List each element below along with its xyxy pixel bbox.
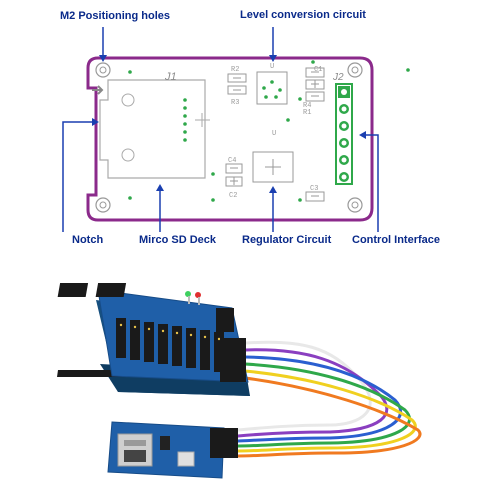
resistor-r2	[227, 73, 247, 83]
label-c1: C1	[314, 66, 322, 74]
m2-hole-top-left	[95, 62, 111, 78]
arrow-sd-deck	[156, 184, 164, 232]
led-red	[195, 292, 201, 298]
control-header	[335, 83, 353, 185]
sensor-shield	[57, 283, 249, 383]
sd-contact-pads	[183, 98, 187, 142]
label-u1: U	[270, 63, 274, 71]
label-r1: R1	[303, 109, 311, 117]
m2-hole-bottom-right	[347, 197, 363, 213]
label-j2: J2	[332, 72, 344, 83]
m2-hole-top-right	[347, 62, 363, 78]
led-green	[185, 291, 191, 297]
label-j1: J1	[164, 71, 177, 83]
arrow-control-interface	[359, 131, 379, 232]
capacitor-c2	[225, 176, 243, 187]
label-c3: C3	[310, 185, 318, 193]
arrow-regulator	[269, 186, 277, 232]
board-diagram: J1 J2 R2 R3 R4 R1 U U C1 C4 C3 C2	[62, 27, 410, 232]
label-r3: R3	[231, 99, 239, 107]
regulator-chip	[252, 151, 294, 183]
label-u2: U	[272, 130, 276, 138]
resistor-r3	[227, 85, 247, 95]
callout-control-interface: Control Interface	[352, 234, 441, 246]
micro-sd-module	[107, 421, 238, 479]
capacitor-c1	[305, 67, 325, 78]
capacitor-c4	[225, 163, 243, 174]
callout-sd-deck: Mirco SD Deck	[139, 234, 217, 246]
label-r4: R4	[303, 102, 311, 110]
callout-level-conversion: Level conversion circuit	[240, 9, 366, 21]
callout-m2-holes: M2 Positioning holes	[60, 10, 171, 22]
arrow-m2-holes	[99, 27, 107, 62]
label-c4: C4	[228, 157, 236, 165]
label-c2: C2	[229, 192, 237, 200]
label-r2: R2	[231, 66, 239, 74]
capacitor-c3	[305, 191, 325, 202]
m2-hole-bottom-left	[95, 197, 111, 213]
sd-deck-outline	[99, 79, 206, 179]
callout-notch: Notch	[72, 234, 104, 246]
insert-arrow-icon	[92, 85, 104, 95]
arrow-notch	[62, 118, 99, 232]
level-shifter-chip	[256, 71, 288, 105]
jumper-wires	[236, 340, 422, 458]
arrow-level-conversion	[269, 27, 277, 62]
callout-regulator: Regulator Circuit	[242, 234, 332, 246]
small-parts-stack	[305, 79, 325, 102]
